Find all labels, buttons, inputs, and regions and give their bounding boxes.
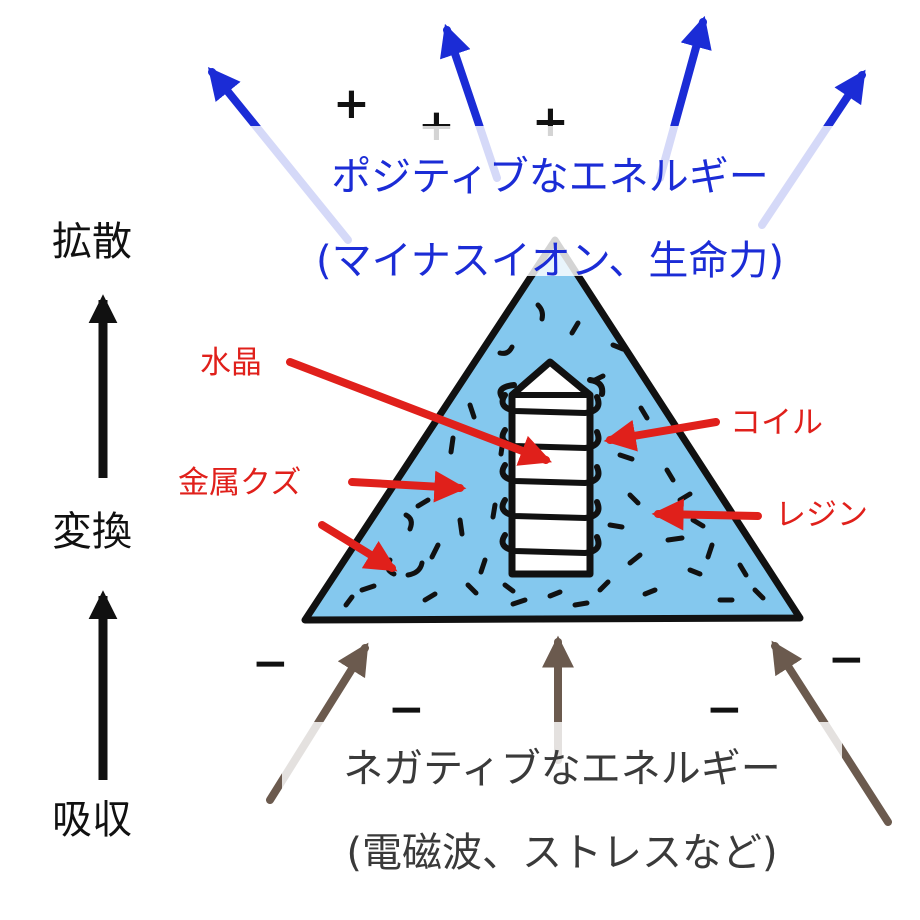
negative-energy-examples: (電磁波、ストレスなど): [346, 830, 778, 876]
pointer-arrows: [286, 358, 762, 572]
transform-label: 変換: [52, 509, 132, 555]
crystal: [508, 358, 594, 578]
crystal-label: 水晶: [200, 345, 262, 381]
plus-sign: +: [333, 78, 370, 129]
coil-pointer: [603, 418, 720, 452]
diffuse-label: 拡散: [52, 219, 132, 265]
positive-energy-box: ポジティブなエネルギー (マイナスイオン、生命力): [250, 126, 850, 284]
minus-sign: −: [828, 634, 865, 685]
negative-energy-box: ネガティブなエネルギー (電磁波、ストレスなど): [282, 722, 842, 876]
negative-energy-title: ネガティブなエネルギー: [343, 746, 781, 792]
positive-energy-examples: (マイナスイオン、生命力): [315, 238, 784, 284]
absorb-label: 吸収: [52, 797, 132, 843]
resin-label: レジン: [775, 497, 868, 533]
minus-sign: −: [252, 638, 289, 689]
crystal-pointer: [286, 358, 552, 466]
positive-energy-title: ポジティブなエネルギー: [331, 154, 769, 200]
metal-scrap-pointer: [348, 470, 467, 503]
metal-scrap-pointer-2: [318, 521, 398, 572]
metal-scrap-label: 金属クズ: [178, 465, 302, 501]
coil-label: コイル: [730, 405, 823, 441]
resin-pointer: [651, 498, 762, 531]
